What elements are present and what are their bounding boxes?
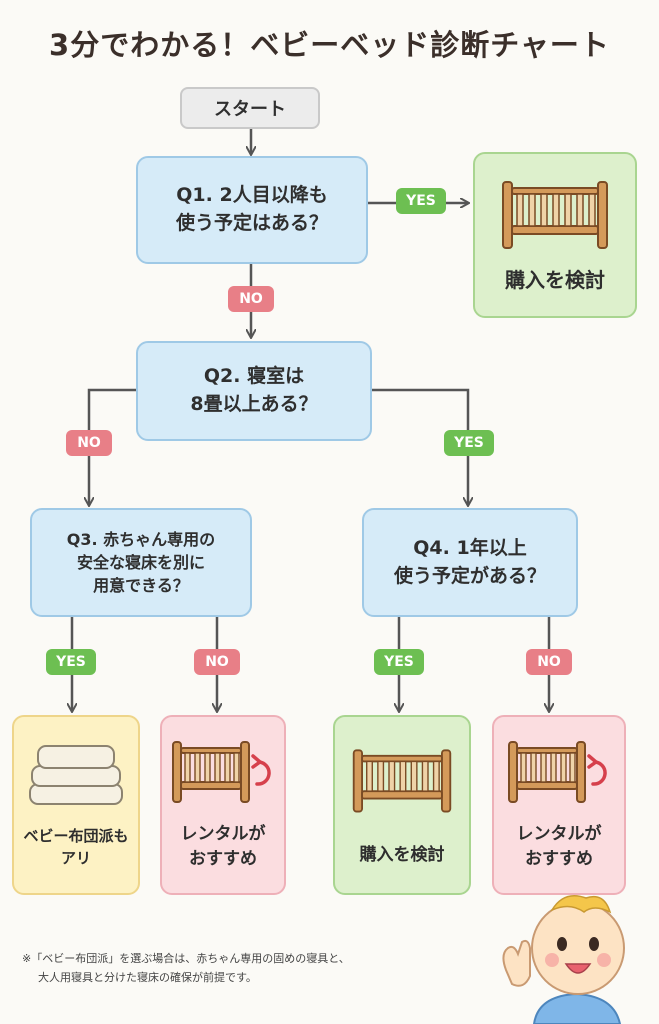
return-arrow-icon	[255, 760, 271, 787]
q3-yes-badge: YES	[46, 649, 96, 675]
result-buy-bottom: 購入を検討	[333, 715, 471, 895]
q2-node: Q2. 寝室は 8畳以上ある？	[136, 341, 372, 441]
q4-line1: Q4. 1年以上	[413, 536, 527, 559]
result-rental-left: レンタルが おすすめ	[160, 715, 286, 895]
q2-line1: Q2. 寝室は	[203, 365, 305, 388]
start-node: スタート	[180, 87, 320, 129]
q4-no-badge: NO	[526, 649, 572, 675]
result-rental-right-line1: レンタルが	[516, 824, 602, 845]
footnote-line1: ※「ベビー布団派」を選ぶ場合は、赤ちゃん専用の固めの寝具と、	[22, 952, 350, 965]
q1-line1: Q1. 2人目以降も	[176, 184, 328, 207]
q2-no-line	[89, 388, 138, 505]
q3-line1: Q3. 赤ちゃん専用の	[66, 529, 216, 549]
return-arrow-icon	[591, 760, 607, 787]
baby-waving-icon	[502, 895, 625, 1024]
q1-yes-badge: YES	[396, 188, 446, 214]
result-buy-top: 購入を検討	[473, 152, 637, 318]
result-rental-right: レンタルが おすすめ	[492, 715, 626, 895]
result-futon-line2: アリ	[60, 849, 91, 867]
q4-node: Q4. 1年以上 使う予定がある？	[362, 508, 578, 617]
q2-yes-badge: YES	[444, 430, 494, 456]
q2-no-badge: NO	[66, 430, 112, 456]
crib-icon	[352, 749, 452, 813]
q4-yes-badge: YES	[374, 649, 424, 675]
result-buy-label: 購入を検討	[505, 267, 605, 292]
footnote: ※「ベビー布団派」を選ぶ場合は、赤ちゃん専用の固めの寝具と、 大人用寝具と分けた…	[22, 950, 482, 987]
result-futon-line1: ベビー布団派も	[23, 827, 129, 846]
result-futon: ベビー布団派も アリ	[12, 715, 140, 895]
q3-line2: 安全な寝床を別に	[76, 552, 205, 572]
q1-no-badge: NO	[228, 286, 274, 312]
result-rental-left-line2: おすすめ	[189, 849, 257, 869]
crib-icon	[502, 180, 608, 249]
q3-line3: 用意できる？	[93, 576, 189, 596]
q2-yes-line	[370, 388, 468, 505]
q1-line2: 使う予定はある？	[175, 212, 328, 234]
q2-line2: 8畳以上ある？	[190, 393, 318, 415]
page-title: 3分でわかる！ベビーベッド診断チャート	[49, 28, 610, 62]
crib-return-icon	[172, 741, 271, 804]
q3-no-badge: NO	[194, 649, 240, 675]
q4-line2: 使う予定がある？	[393, 564, 546, 587]
start-label: スタート	[214, 99, 286, 120]
result-rental-right-line2: おすすめ	[525, 849, 593, 869]
futon-icon	[29, 745, 123, 806]
q1-node: Q1. 2人目以降も 使う予定はある？	[136, 156, 368, 264]
q3-node: Q3. 赤ちゃん専用の 安全な寝床を別に 用意できる？	[30, 508, 252, 617]
footnote-line2: 大人用寝具と分けた寝床の確保が前提です。	[38, 970, 257, 984]
result-rental-left-line1: レンタルが	[180, 824, 266, 845]
crib-return-icon	[508, 741, 607, 804]
result-buy-bottom-label: 購入を検討	[359, 844, 445, 865]
